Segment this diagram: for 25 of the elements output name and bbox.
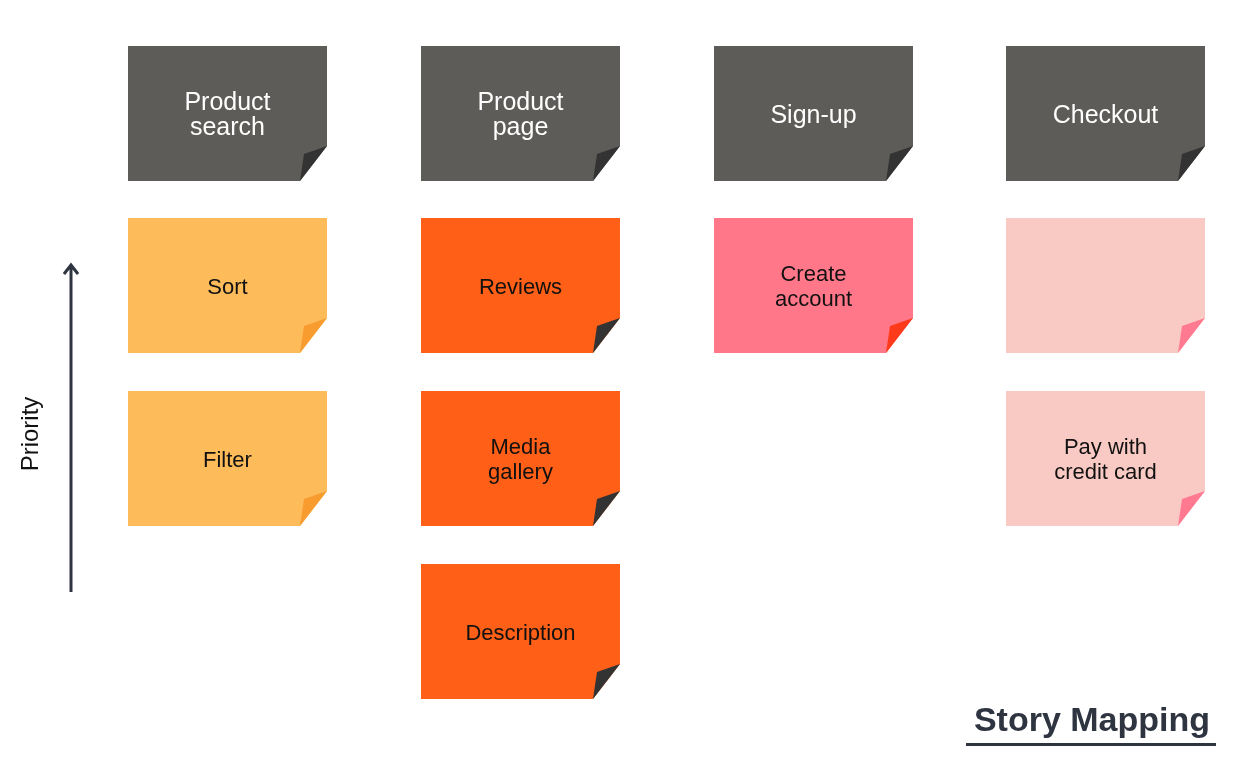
- sticky-note: [1006, 218, 1205, 353]
- sticky-note: [421, 564, 620, 699]
- activity-title: Product search: [183, 88, 272, 139]
- diagram-title: Story Mapping: [965, 700, 1216, 746]
- sticky-note: [421, 218, 620, 353]
- activity-note: [714, 46, 913, 181]
- note-text: Description: [464, 619, 577, 644]
- note-text: Create account: [773, 260, 854, 311]
- activity-title: Sign-up: [769, 101, 858, 126]
- note-text: Pay with credit card: [1053, 433, 1158, 484]
- note-text: Filter: [202, 446, 253, 471]
- activity-note: [128, 46, 327, 181]
- note-text: Media gallery: [487, 433, 554, 484]
- note-text: Sort: [206, 273, 249, 298]
- sticky-note: [421, 391, 620, 526]
- sticky-note: [1006, 391, 1205, 526]
- note-text: Reviews: [477, 273, 564, 298]
- activity-title: Checkout: [1051, 101, 1160, 126]
- sticky-note: [714, 218, 913, 353]
- axis-label: Priority: [16, 396, 44, 472]
- activity-note: [1006, 46, 1205, 181]
- activity-note: [421, 46, 620, 181]
- activity-title: Product page: [476, 88, 565, 139]
- sticky-note: [128, 391, 327, 526]
- sticky-note: [128, 218, 327, 353]
